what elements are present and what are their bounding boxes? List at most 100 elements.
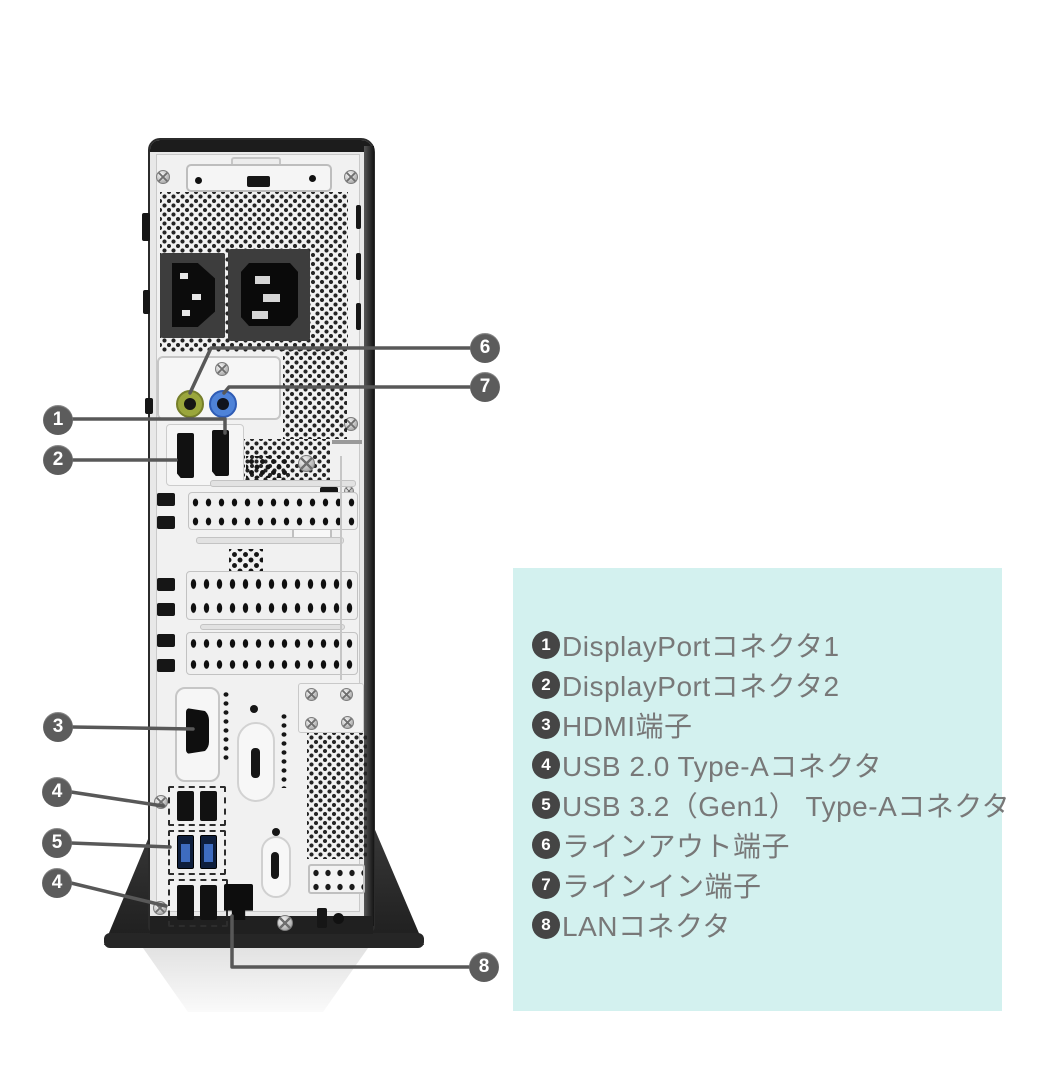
legend-item: 6 ラインアウト端子 <box>532 825 1002 865</box>
callout-8: 8 <box>469 952 499 982</box>
callout-7: 7 <box>470 372 500 402</box>
power-outlet-slot <box>263 294 280 302</box>
capsule-slot <box>251 748 260 778</box>
vent-dot-column <box>221 690 231 764</box>
vent-grille-mid-right <box>283 349 347 439</box>
legend-item: 8 LANコネクタ <box>532 905 1002 945</box>
legend-label: ラインアウト端子 <box>562 831 791 862</box>
legend-bullet: 8 <box>532 911 560 939</box>
callout-2: 2 <box>43 445 73 475</box>
legend-item: 3 HDMI端子 <box>532 705 1002 745</box>
case-right-edge <box>364 146 374 926</box>
legend-item: 7 ラインイン端子 <box>532 865 1002 905</box>
legend-label: ラインイン端子 <box>562 871 762 902</box>
screw <box>156 170 170 184</box>
slot-clip <box>157 659 175 672</box>
case-slit <box>356 205 361 229</box>
expansion-slot-cover-2 <box>186 571 358 620</box>
screw <box>305 717 318 730</box>
legend-label: DisplayPortコネクタ2 <box>562 671 840 702</box>
case-slit <box>356 253 361 280</box>
expansion-slot-cover-1 <box>188 492 358 530</box>
power-inlet-pin <box>192 294 201 300</box>
case-left-nub <box>142 213 150 241</box>
vent-dot <box>250 705 258 713</box>
legend-label: LANコネクタ <box>562 911 731 942</box>
slot-rail <box>210 480 356 487</box>
usb2-port <box>200 791 217 821</box>
legend-bullet: 4 <box>532 751 560 779</box>
case-top-rim <box>150 140 373 152</box>
stand-base-bar <box>104 933 424 948</box>
slot-clip <box>157 516 175 529</box>
vent-cluster <box>229 549 263 572</box>
usb2-port <box>177 791 194 821</box>
legend-bullet: 3 <box>532 711 560 739</box>
screw <box>340 688 353 701</box>
slot-rail <box>196 537 344 544</box>
legend-bullet: 2 <box>532 671 560 699</box>
slot-clip <box>157 603 175 616</box>
usb3-port <box>200 835 217 869</box>
screw <box>305 688 318 701</box>
slot-clip <box>157 493 175 506</box>
legend-label: DisplayPortコネクタ1 <box>562 631 840 662</box>
vent-cluster <box>246 456 288 478</box>
legend-bullet: 7 <box>532 871 560 899</box>
case-left-nub <box>143 290 150 314</box>
callout-4-top: 4 <box>42 777 72 807</box>
legend-item: 1 DisplayPortコネクタ1 <box>532 625 1002 665</box>
legend-bullet: 5 <box>532 791 560 819</box>
screw <box>277 915 293 931</box>
legend-item: 5 USB 3.2（Gen1） Type-Aコネクタ <box>532 785 1010 825</box>
hdmi-recess <box>175 687 220 782</box>
usb2-group-top-outline <box>168 786 226 826</box>
case-slit <box>356 303 361 330</box>
vent-dot-column <box>279 712 289 788</box>
latch-slot <box>247 176 270 187</box>
legend-label: USB 2.0 Type-Aコネクタ <box>562 751 883 782</box>
legend-panel: 1 DisplayPortコネクタ1 2 DisplayPortコネクタ2 3 … <box>513 568 1010 1011</box>
screw <box>215 362 229 376</box>
callout-3: 3 <box>43 712 73 742</box>
expansion-slot-cover-3 <box>186 632 358 675</box>
legend-label: HDMI端子 <box>562 711 693 742</box>
power-inlet-pin <box>180 273 188 279</box>
capsule-slot <box>271 852 279 879</box>
power-outlet-slot <box>252 311 268 319</box>
legend-item: 2 DisplayPortコネクタ2 <box>532 665 1002 705</box>
usb3-tongue <box>181 844 190 862</box>
latch-hole <box>195 177 202 184</box>
legend-bullet: 6 <box>532 831 560 859</box>
legend-bullet: 1 <box>532 631 560 659</box>
vent-dash <box>320 487 338 494</box>
screw <box>153 901 167 915</box>
displayport-1 <box>212 430 229 476</box>
screw <box>341 716 354 729</box>
slot-rail <box>200 624 345 630</box>
legend-label: USB 3.2（Gen1） Type-Aコネクタ <box>562 791 1011 822</box>
usb2-port <box>177 885 194 920</box>
stand-foot-right <box>370 818 424 945</box>
line-out-jack-hole <box>184 398 196 410</box>
displayport-2 <box>177 433 194 478</box>
hdmi-port <box>186 708 209 754</box>
slot-clip <box>157 578 175 591</box>
usb3-port <box>177 835 194 869</box>
usb3-tongue <box>204 844 213 862</box>
kensington-slot <box>317 908 327 928</box>
line-in-jack-hole <box>217 398 229 410</box>
vent-dot <box>333 913 344 924</box>
screw <box>298 455 315 472</box>
latch-hole <box>309 175 316 182</box>
legend-item: 4 USB 2.0 Type-Aコネクタ <box>532 745 1002 785</box>
callout-1: 1 <box>43 405 73 435</box>
usb2-port <box>200 885 217 920</box>
vent-dot <box>272 828 280 836</box>
callout-6: 6 <box>470 333 500 363</box>
vent-grille-bottom <box>307 733 367 859</box>
screw <box>344 170 358 184</box>
panel-seam <box>340 456 342 680</box>
callout-4-bottom: 4 <box>42 868 72 898</box>
